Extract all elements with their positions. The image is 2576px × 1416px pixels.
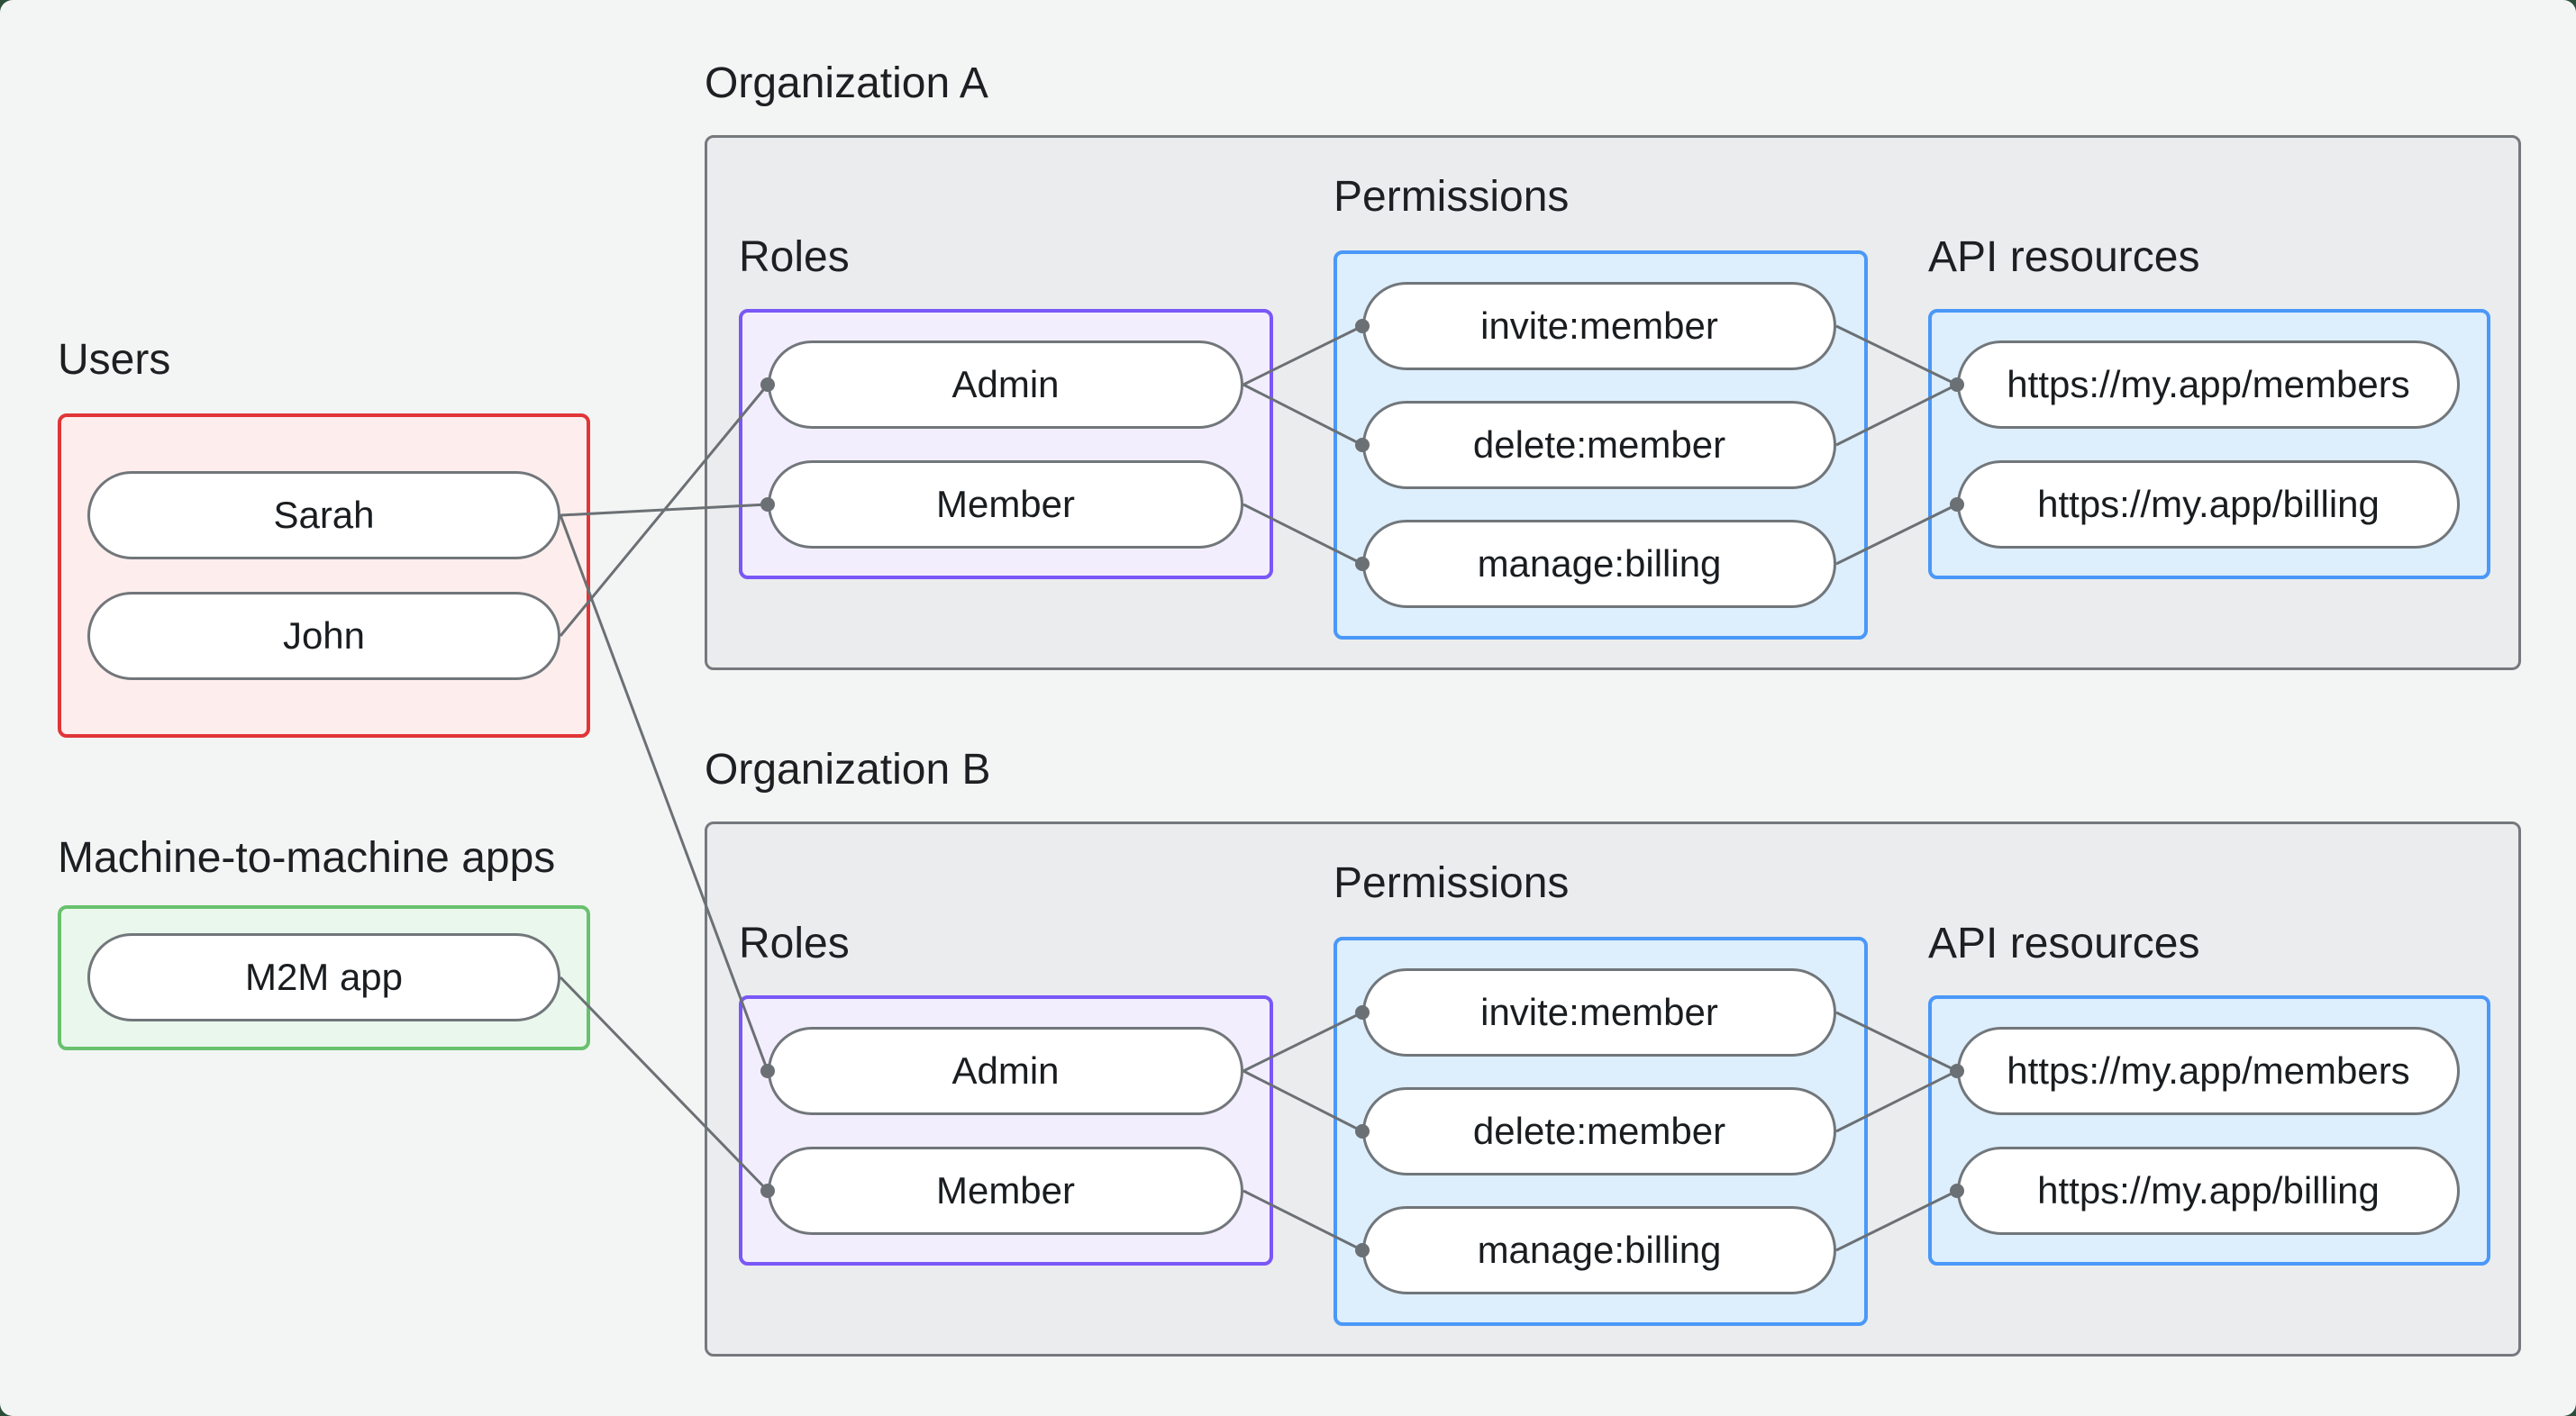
node-org-a-perm-manage: manage:billing xyxy=(1362,520,1836,608)
node-label: M2M app xyxy=(244,956,404,998)
node-org-a-api-members: https://my.app/members xyxy=(1957,340,2460,429)
node-org-b-role-member: Member xyxy=(768,1147,1243,1235)
node-org-a-perm-invite: invite:member xyxy=(1362,282,1836,370)
node-user-john: John xyxy=(87,592,560,680)
org-b-title: Organization B xyxy=(705,746,991,794)
node-label: Sarah xyxy=(273,494,375,536)
node-org-a-role-admin: Admin xyxy=(768,340,1243,429)
m2m-group-label: Machine-to-machine apps xyxy=(58,834,556,882)
org-a-api-label: API resources xyxy=(1928,233,2200,281)
node-label: https://my.app/members xyxy=(2007,1049,2410,1092)
node-label: manage:billing xyxy=(1477,1229,1722,1271)
node-m2m-app: M2M app xyxy=(87,933,560,1021)
node-label: John xyxy=(282,614,366,657)
users-group-box xyxy=(58,413,590,738)
node-org-b-api-billing: https://my.app/billing xyxy=(1957,1147,2460,1235)
node-label: manage:billing xyxy=(1477,542,1722,585)
node-label: https://my.app/members xyxy=(2007,363,2410,405)
node-label: Admin xyxy=(951,363,1060,405)
node-user-sarah: Sarah xyxy=(87,471,560,559)
users-group-label: Users xyxy=(58,336,171,384)
node-org-a-role-member: Member xyxy=(768,460,1243,549)
node-org-a-perm-delete: delete:member xyxy=(1362,401,1836,489)
node-label: Admin xyxy=(951,1049,1060,1092)
node-org-b-perm-invite: invite:member xyxy=(1362,968,1836,1057)
node-org-b-api-members: https://my.app/members xyxy=(1957,1027,2460,1115)
org-a-title: Organization A xyxy=(705,59,988,107)
node-label: delete:member xyxy=(1472,423,1726,466)
node-label: delete:member xyxy=(1472,1110,1726,1152)
node-label: Member xyxy=(935,483,1076,525)
node-org-b-role-admin: Admin xyxy=(768,1027,1243,1115)
node-label: https://my.app/billing xyxy=(2037,1169,2380,1212)
node-org-b-perm-delete: delete:member xyxy=(1362,1087,1836,1175)
org-a-roles-label: Roles xyxy=(739,233,850,281)
org-a-permissions-label: Permissions xyxy=(1334,173,1570,221)
node-org-b-perm-manage: manage:billing xyxy=(1362,1206,1836,1294)
node-org-a-api-billing: https://my.app/billing xyxy=(1957,460,2460,549)
node-label: invite:member xyxy=(1480,991,1718,1033)
node-label: https://my.app/billing xyxy=(2037,483,2380,525)
org-b-roles-label: Roles xyxy=(739,920,850,967)
node-label: invite:member xyxy=(1480,304,1718,347)
org-b-permissions-label: Permissions xyxy=(1334,859,1570,907)
node-label: Member xyxy=(935,1169,1076,1212)
org-b-api-label: API resources xyxy=(1928,920,2200,967)
